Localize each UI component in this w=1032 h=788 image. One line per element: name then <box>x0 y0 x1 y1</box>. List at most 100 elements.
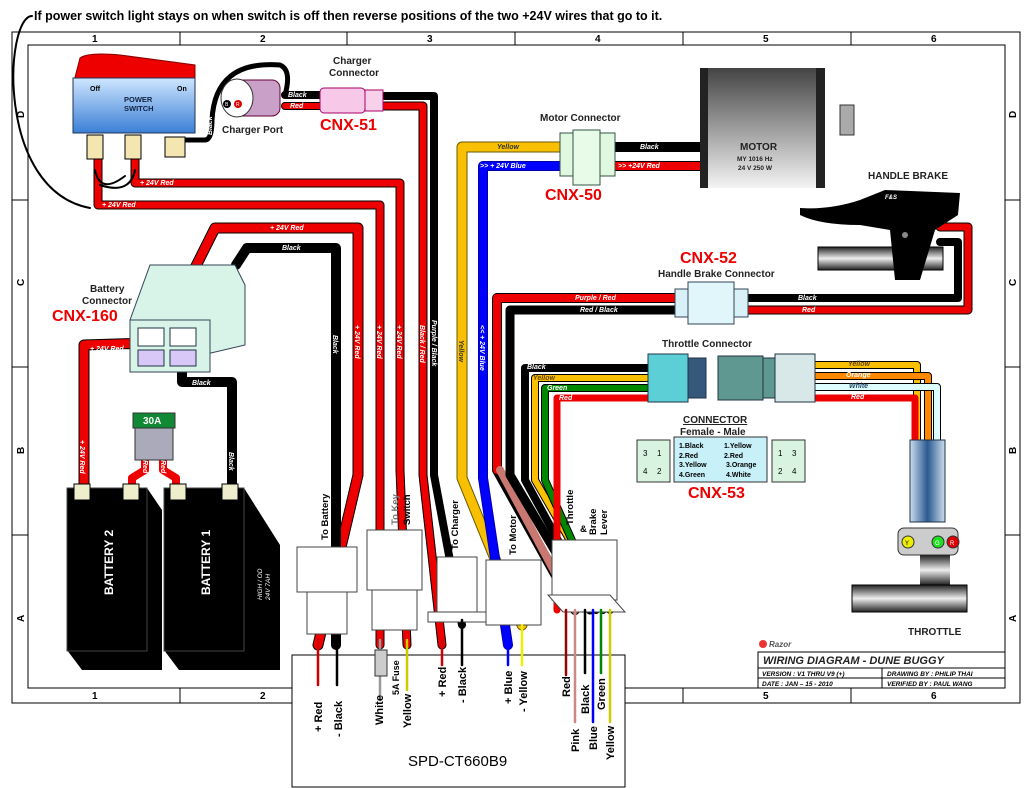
svg-text:Black: Black <box>227 452 234 472</box>
svg-text:4.White: 4.White <box>726 472 751 479</box>
svg-text:1: 1 <box>657 449 662 458</box>
svg-text:+ 24V Red: + 24V Red <box>140 180 174 187</box>
svg-text:A: A <box>16 615 27 622</box>
throttle-right-orange-wire <box>787 373 931 443</box>
svg-text:Yellow: Yellow <box>402 693 414 728</box>
svg-text:Black: Black <box>640 144 660 151</box>
svg-text:To Key: To Key <box>390 493 401 525</box>
svg-text:R: R <box>950 541 955 547</box>
svg-text:B: B <box>1008 447 1019 454</box>
svg-text:CNX-51: CNX-51 <box>320 117 377 134</box>
svg-text:5: 5 <box>763 34 769 45</box>
svg-text:+ Red: + Red <box>313 702 325 732</box>
svg-text:MOTOR: MOTOR <box>740 142 778 153</box>
motor-connector-cnx50[interactable]: Motor Connector CNX-50 <box>540 113 621 204</box>
svg-text:- Black: - Black <box>457 666 469 703</box>
svg-text:CONNECTOR: CONNECTOR <box>683 415 748 426</box>
svg-text:Motor Connector: Motor Connector <box>540 113 621 124</box>
svg-text:Lever: Lever <box>599 509 610 535</box>
svg-text:+ 24V Red: + 24V Red <box>270 225 304 232</box>
svg-text:Black: Black <box>282 245 302 252</box>
handle-brake-connector-cnx52[interactable]: CNX-52 Handle Brake Connector <box>658 250 775 325</box>
svg-text:4: 4 <box>792 467 797 476</box>
svg-text:+ 24V Red: + 24V Red <box>353 325 360 359</box>
svg-text:3: 3 <box>792 449 797 458</box>
svg-text:Red: Red <box>851 394 865 401</box>
svg-text:Battery: Battery <box>90 284 125 295</box>
svg-text:Yellow: Yellow <box>533 375 555 382</box>
controller-pin-labels: + Red - Black White Yellow + Red - Black… <box>313 666 617 760</box>
throttle-right-white-wire <box>787 384 940 443</box>
svg-text:Red / Black: Red / Black <box>580 307 619 314</box>
svg-text:Orange: Orange <box>846 372 871 379</box>
svg-text:2: 2 <box>260 691 266 702</box>
svg-text:White: White <box>374 695 386 725</box>
svg-text:Off: Off <box>90 86 101 93</box>
svg-text:DRAWING BY : PHILIP THAI: DRAWING BY : PHILIP THAI <box>887 671 973 678</box>
svg-text:Red: Red <box>290 103 304 110</box>
battery-2: BATTERY 2 <box>66 483 162 670</box>
svg-text:&: & <box>580 524 587 535</box>
svg-text:2.Red: 2.Red <box>679 453 698 460</box>
svg-text:Yellow: Yellow <box>605 725 617 760</box>
svg-text:6: 6 <box>931 691 937 702</box>
svg-text:Pink: Pink <box>570 728 582 752</box>
svg-text:Throttle Connector: Throttle Connector <box>662 339 752 350</box>
battery-black-wire <box>231 243 341 650</box>
cnx-53-label: CNX-53 <box>688 485 745 502</box>
svg-text:Connector: Connector <box>82 296 132 307</box>
fuse-30a: 30A <box>132 412 176 461</box>
brake-red-wire <box>741 223 972 314</box>
svg-text:Yellow: Yellow <box>497 144 519 151</box>
throttle[interactable]: Y G R THROTTLE <box>851 439 968 638</box>
battery-red-wire <box>190 223 363 650</box>
svg-text:Yellow: Yellow <box>457 340 464 362</box>
svg-text:B: B <box>16 447 27 454</box>
svg-text:1: 1 <box>92 34 98 45</box>
svg-text:+ 24V Red: + 24V Red <box>90 346 124 353</box>
svg-text:Black: Black <box>580 684 592 714</box>
svg-text:24V 7AH: 24V 7AH <box>265 574 272 601</box>
switch-black-wire <box>183 62 291 143</box>
svg-text:Female - Male: Female - Male <box>680 427 746 438</box>
svg-text:Black: Black <box>288 92 308 99</box>
svg-text:Black: Black <box>207 115 214 135</box>
svg-text:C: C <box>16 279 27 286</box>
svg-text:+ 24V Red: + 24V Red <box>375 325 382 359</box>
throttle-connector[interactable]: Throttle Connector <box>647 339 816 403</box>
black-red-wire <box>381 102 446 649</box>
svg-text:3.Orange: 3.Orange <box>726 462 756 469</box>
svg-text:To Charger: To Charger <box>450 500 461 550</box>
charger-port[interactable]: B R Charger Port <box>220 78 284 136</box>
svg-text:2.Red: 2.Red <box>724 453 743 460</box>
svg-text:Charger Port: Charger Port <box>222 125 284 136</box>
svg-text:Brake: Brake <box>588 509 599 535</box>
battery1-black-wire <box>177 361 237 495</box>
svg-text:4: 4 <box>595 34 601 45</box>
svg-text:Handle Brake Connector: Handle Brake Connector <box>658 269 775 280</box>
svg-text:1.Black: 1.Black <box>679 443 704 450</box>
svg-text:R: R <box>236 102 240 108</box>
svg-text:Purple / Red: Purple / Red <box>575 295 617 302</box>
svg-text:5A Fuse: 5A Fuse <box>391 660 401 695</box>
svg-text:White: White <box>849 383 868 390</box>
svg-text:+ 24V Red: + 24V Red <box>78 440 85 474</box>
svg-text:VERIFIED BY : PAUL WANG: VERIFIED BY : PAUL WANG <box>887 681 973 688</box>
svg-text:CNX-160: CNX-160 <box>52 308 118 325</box>
svg-text:Blue: Blue <box>588 726 600 750</box>
switch-red-wire-2 <box>94 156 384 649</box>
svg-text:THROTTLE: THROTTLE <box>908 627 962 638</box>
svg-text:Y: Y <box>905 541 909 547</box>
battery-connector-cnx160[interactable]: Battery Connector CNX-160 <box>52 264 246 373</box>
charger-connector-cnx51[interactable]: Charger Connector CNX-51 <box>319 56 384 134</box>
svg-text:Black: Black <box>331 335 338 355</box>
svg-text:B: B <box>225 102 229 108</box>
purple-black-wire <box>381 92 466 629</box>
throttle-red-wire <box>553 394 659 614</box>
svg-text:Black: Black <box>192 380 212 387</box>
svg-text:BATTERY 1: BATTERY 1 <box>199 530 213 595</box>
power-switch[interactable]: Off On POWER SWITCH <box>72 53 196 160</box>
swap-arrows-icon <box>94 169 136 189</box>
svg-text:A: A <box>1008 615 1019 622</box>
